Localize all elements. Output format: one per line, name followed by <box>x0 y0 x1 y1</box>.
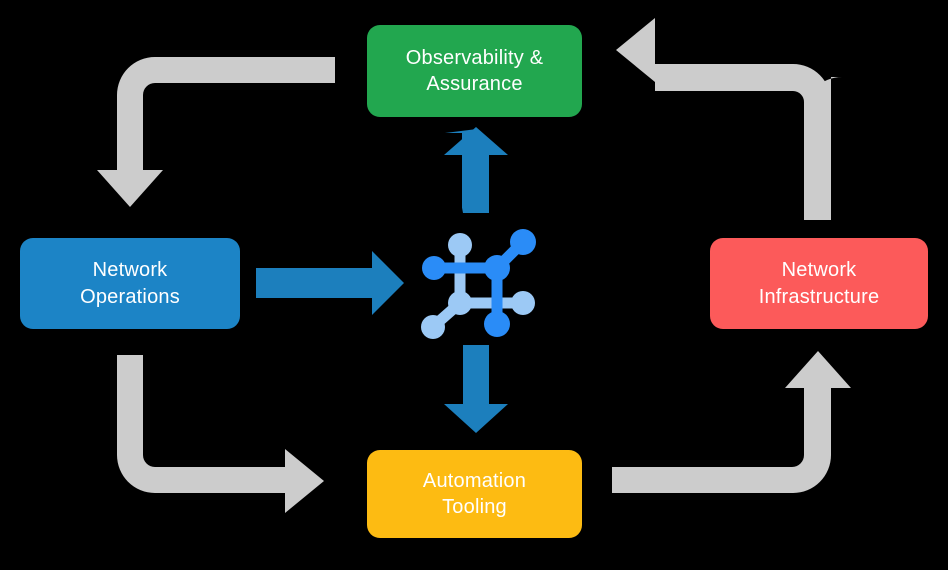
node-automation-tooling[interactable]: Automation Tooling <box>367 450 582 538</box>
node-network-operations[interactable]: Network Operations <box>20 238 240 329</box>
arrow-infrastructure-to-observability-body <box>616 18 831 220</box>
topology-node-left-middle <box>422 256 446 280</box>
topology-node-lower-left-leaf <box>421 315 445 339</box>
topology-node-bottom-right <box>484 311 510 337</box>
arrow-hub-to-automation[interactable] <box>444 345 508 433</box>
topology-node-center-hub <box>484 255 510 281</box>
node-network-infrastructure[interactable]: Network Infrastructure <box>710 238 928 329</box>
arrow-automation-to-infrastructure <box>612 351 851 493</box>
topology-node-top-left <box>448 233 472 257</box>
topology-node-top-right-leaf <box>510 229 536 255</box>
node-observability-assurance[interactable]: Observability & Assurance <box>367 25 582 117</box>
arrow-operations-to-automation <box>117 355 324 513</box>
topology-node-bottom-left-junction <box>448 291 472 315</box>
arrow-hub-to-observability-body[interactable] <box>444 127 508 213</box>
arrow-operations-to-hub[interactable] <box>256 251 404 315</box>
topology-node-right-middle <box>511 291 535 315</box>
network-topology-icon[interactable] <box>421 229 536 339</box>
arrow-observability-to-operations <box>97 57 335 207</box>
